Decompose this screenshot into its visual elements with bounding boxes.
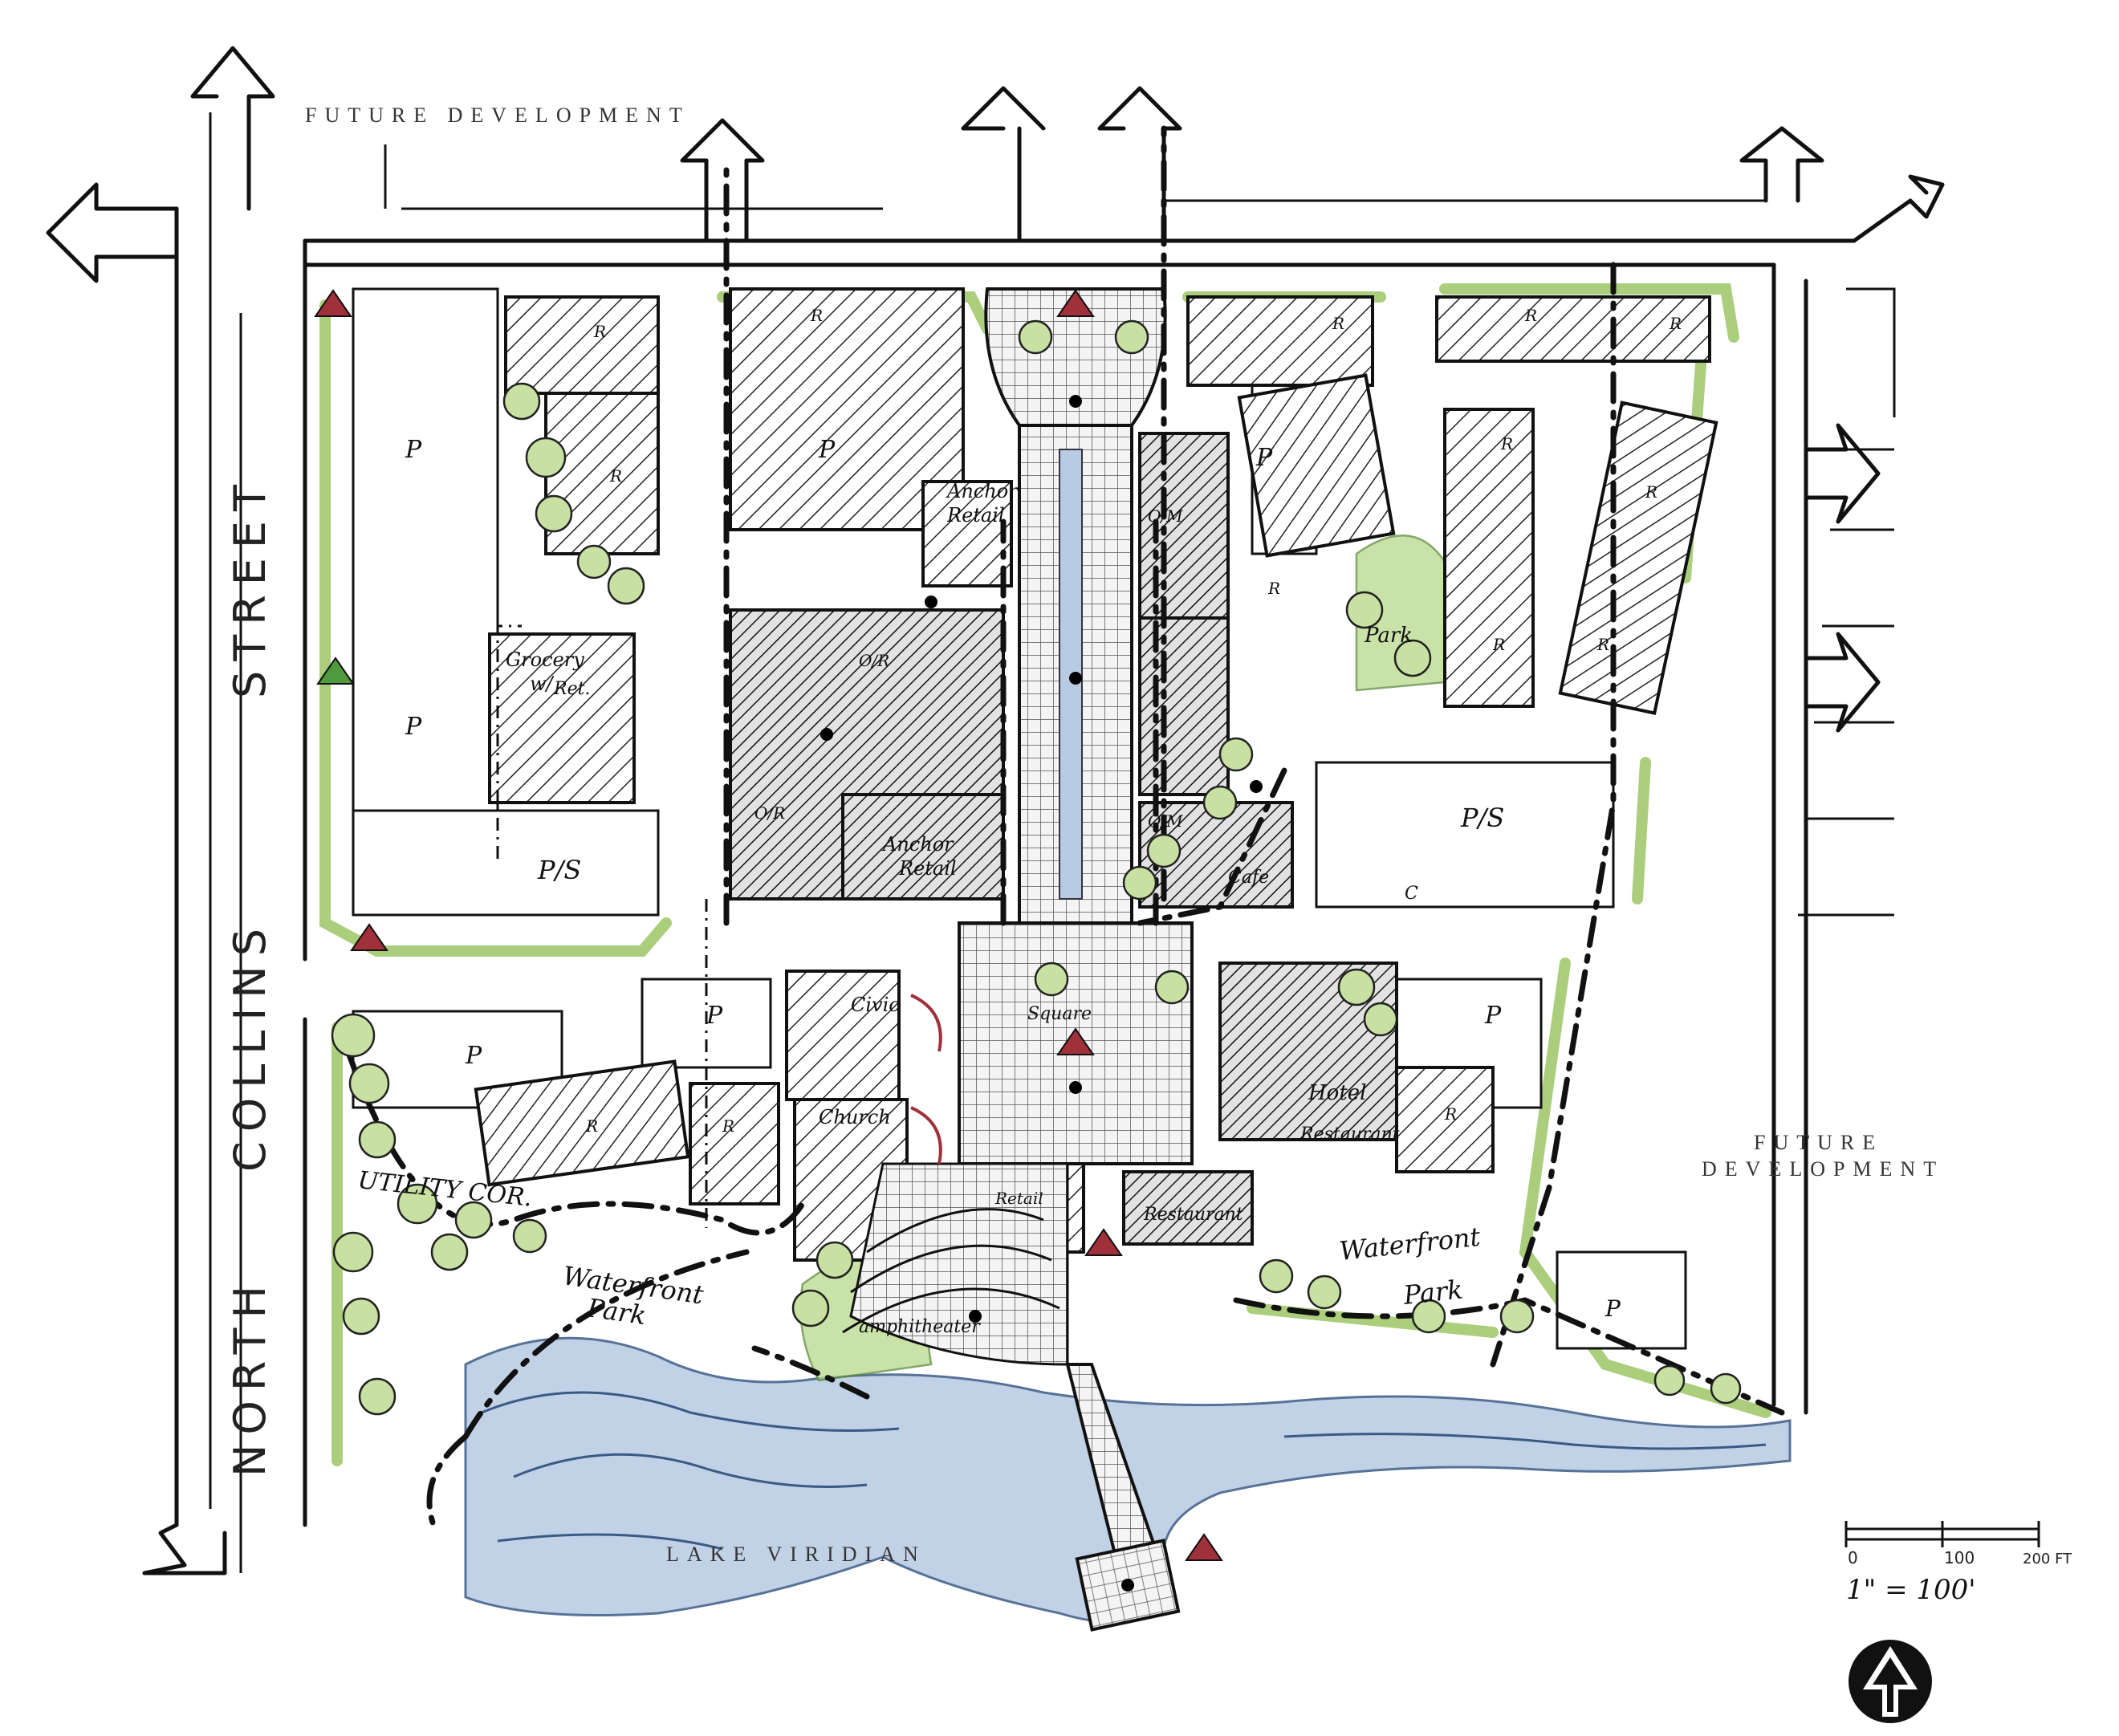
future-development-right-label-2: DEVELOPMENT	[1702, 1157, 1944, 1181]
residential-label: R	[593, 322, 606, 341]
parking-label: P	[1255, 444, 1273, 472]
residential-label: R	[1524, 306, 1537, 325]
residential-label: R	[1444, 1104, 1457, 1124]
commercial-label: C	[1405, 884, 1418, 904]
scale-ratio: 1" = 100'	[1846, 1574, 1976, 1606]
parking-label: P	[465, 1042, 482, 1070]
parking-label: P	[818, 436, 836, 464]
parking-structure-label: P/S	[1460, 803, 1504, 833]
parking-lots	[352, 287, 1687, 1350]
office-multi-label: O/M	[1148, 506, 1183, 526]
right-roads	[1771, 262, 1896, 1415]
buildings	[474, 287, 1718, 1262]
grocery-label-1: Grocery	[506, 648, 584, 671]
parking-label: P	[1484, 1002, 1502, 1030]
street-name-north: NORTH	[225, 1276, 275, 1477]
parking-label: P	[706, 1002, 723, 1030]
cafe-label: Cafe	[1228, 868, 1269, 888]
waterfront-park-east-label-1: Waterfront	[1338, 1222, 1482, 1266]
residential-label: R	[609, 466, 622, 486]
retail-south-label: Retail	[994, 1189, 1043, 1208]
scale-label-100: 100	[1944, 1548, 1975, 1567]
park-label: Park	[1364, 624, 1413, 648]
residential-label: R	[1596, 635, 1609, 654]
residential-label: R	[1645, 482, 1657, 502]
parking-label: P	[1605, 1295, 1621, 1322]
green-triangle-icon	[316, 657, 355, 685]
anchor-retail-bottom-label-1: Anchor	[881, 833, 954, 856]
civic-arcs	[910, 994, 942, 1165]
trees	[331, 319, 1742, 1416]
red-triangle-icon	[1085, 1229, 1122, 1256]
residential-label: R	[722, 1116, 734, 1136]
central-promenade	[842, 287, 1194, 1632]
restaurant-south-label: Restaurant	[1143, 1205, 1243, 1225]
amphitheater-label: amphitheater	[859, 1317, 981, 1337]
square-label: Square	[1027, 1004, 1092, 1024]
north-collins-street	[46, 46, 307, 1575]
scale-label-0: 0	[1848, 1548, 1858, 1567]
pedestrian-paths	[342, 125, 1785, 1528]
hotel-label: Hotel	[1308, 1081, 1366, 1105]
gateway-markers	[315, 290, 1222, 1561]
residential-label: R	[1267, 579, 1280, 598]
top-road	[303, 86, 1945, 267]
parking-label: P	[405, 713, 422, 741]
north-arrow-icon	[1849, 1640, 1932, 1723]
lake-label: LAKE VIRIDIAN	[666, 1543, 926, 1566]
residential-label: R	[585, 1116, 598, 1136]
grocery-label-2: w/	[530, 673, 555, 695]
residential-block-nw	[504, 295, 660, 395]
street-name-street: STREET	[225, 475, 275, 698]
parking-structure-label: P/S	[537, 855, 581, 885]
scale-bar: 0 100 200 FT 1" = 100'	[1844, 1521, 2072, 1606]
anchor-retail-top-label-2: Retail	[946, 504, 1005, 526]
grocery-label-3: Ret.	[553, 679, 590, 699]
residential-label: R	[1500, 434, 1513, 453]
office-multi-label-2: O/M	[1148, 811, 1183, 831]
anchor-retail-bottom-label-2: Retail	[898, 857, 957, 880]
scale-label-200: 200 FT	[2023, 1551, 2072, 1567]
residential-label: R	[810, 306, 823, 325]
office-retail-label: O/R	[859, 651, 889, 670]
anchor-retail-top-label-1: Anchor	[946, 480, 1019, 502]
future-development-right-label-1: FUTURE	[1754, 1131, 1883, 1154]
residential-label: R	[1492, 635, 1505, 654]
restaurant-hotel-label: Restaurant	[1299, 1124, 1400, 1144]
future-development-top-label: FUTURE DEVELOPMENT	[305, 104, 690, 127]
residential-label: R	[1332, 314, 1344, 333]
church-label: Church	[819, 1106, 891, 1128]
office-retail-label-2: O/R	[754, 803, 785, 823]
parking-label: P	[405, 436, 422, 464]
civic-label: Civic	[851, 994, 900, 1016]
residential-label: R	[1669, 314, 1682, 333]
waterfront-park-east-label-2: Park	[1401, 1274, 1464, 1311]
street-name-collins: COLLINS	[225, 919, 275, 1172]
red-triangle-icon	[1186, 1534, 1222, 1561]
